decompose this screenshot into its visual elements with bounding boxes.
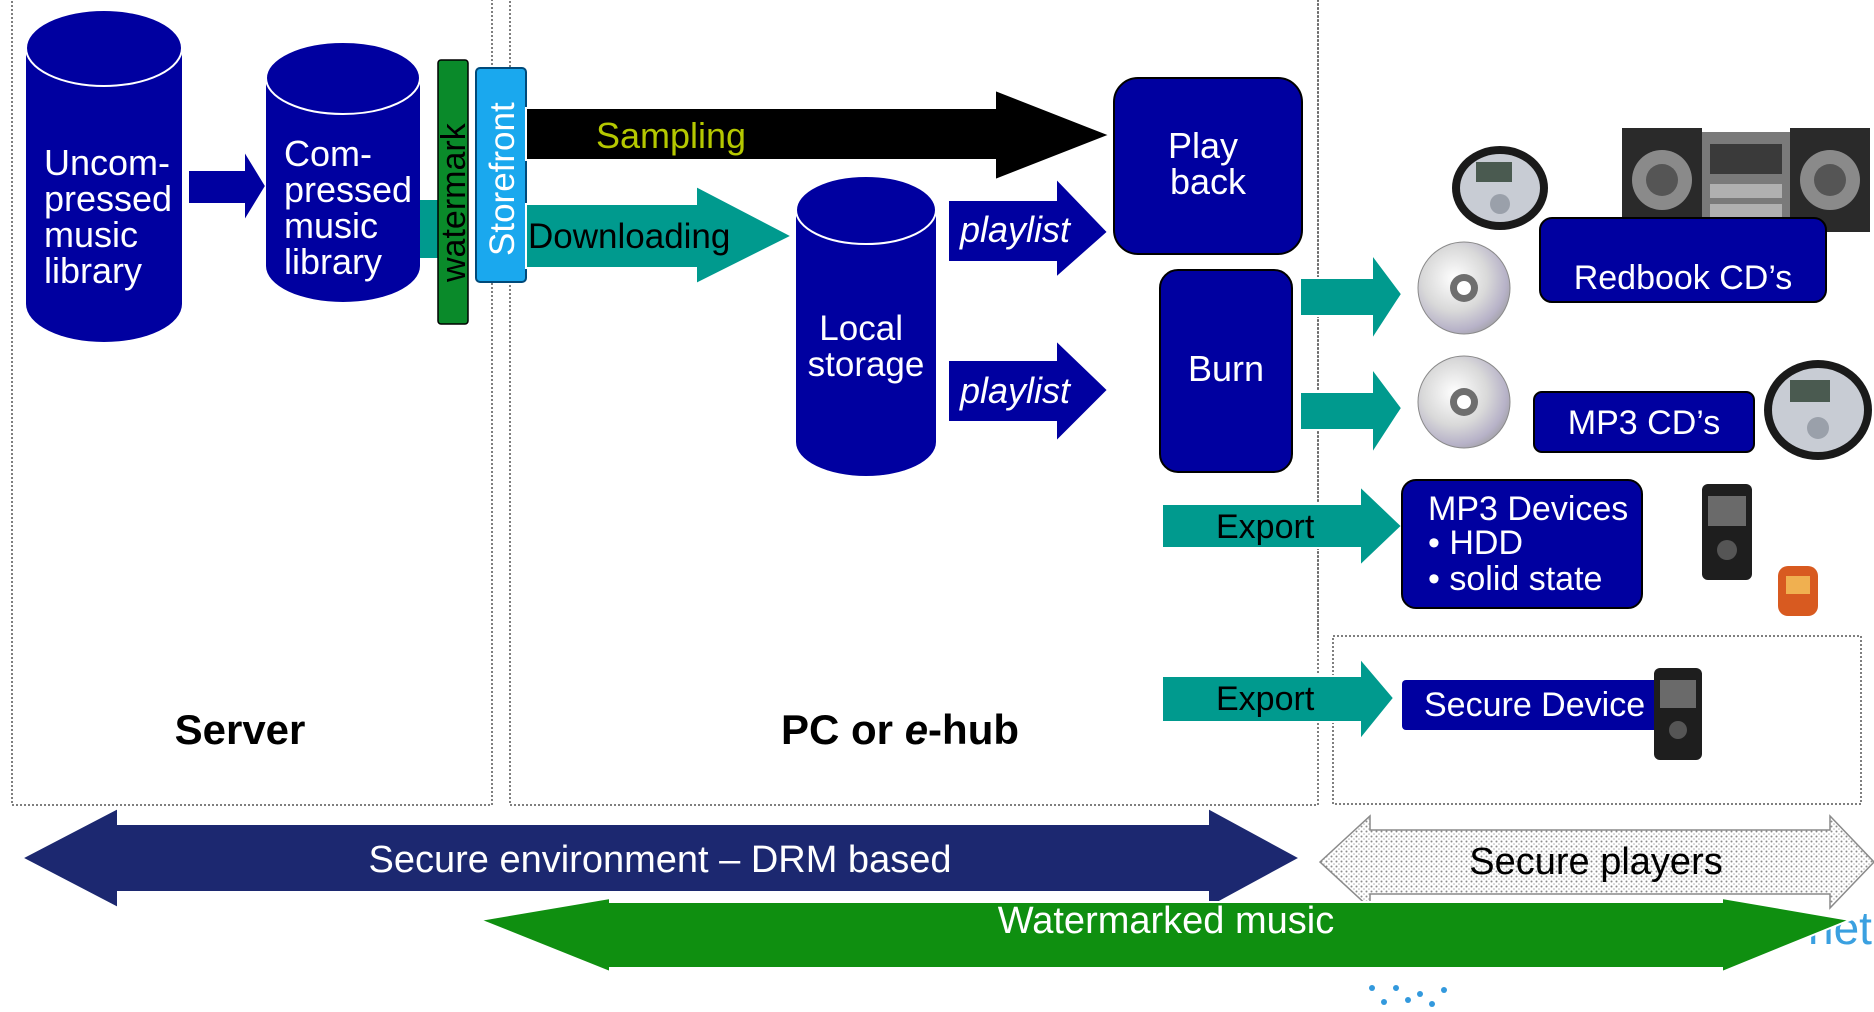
- redbook-cds-box: [1539, 217, 1827, 303]
- export-secure-device-arrow: [1161, 655, 1396, 743]
- sampling-label: Sampling: [596, 115, 746, 156]
- secure-environment-label: Secure environment – DRM based: [369, 839, 952, 881]
- watermark-bar: [437, 59, 469, 325]
- server-title: Server: [175, 706, 306, 753]
- watermarked-music-label: Watermarked music: [998, 900, 1334, 942]
- playback-label: Play back: [1168, 125, 1248, 202]
- watermarked-music-band: [476, 896, 1854, 974]
- uncompressed-library-label: Uncom- pressed music library: [44, 142, 182, 291]
- library-to-compressed-arrow: [187, 146, 268, 226]
- library-to-watermark-connector: [420, 200, 438, 258]
- mp3-devices-box: [1401, 479, 1643, 609]
- downloading-label: Downloading: [528, 217, 730, 256]
- mp3-cd-player-image: [1764, 360, 1872, 460]
- compressed-library-cylinder: [265, 41, 421, 302]
- uncompressed-library-cylinder: [25, 9, 183, 342]
- mp3-cds-label: MP3 CD’s: [1568, 404, 1720, 442]
- storefront-label: Storefront: [483, 102, 522, 256]
- server-section-frame: [11, 0, 493, 806]
- solid-state-player-image: [1778, 566, 1818, 616]
- playlist-bottom-label: playlist: [959, 370, 1072, 411]
- compressed-library-label: Com- pressed music library: [284, 133, 422, 282]
- secure-players-band: [1318, 814, 1874, 910]
- stereo-system-image: [1622, 128, 1870, 232]
- burn-to-mp3cd-arrow: [1299, 365, 1404, 458]
- pc-hub-title: PC or e-hub: [781, 706, 1019, 753]
- secure-device-label: Secure Device: [1424, 686, 1645, 724]
- hdd-player-image: [1702, 484, 1752, 580]
- downloading-arrow: [525, 184, 795, 286]
- burn-label: Burn: [1188, 348, 1264, 389]
- playlist-top-label: playlist: [959, 209, 1072, 250]
- storefront-bar: [475, 67, 527, 283]
- portable-cd-player-image: [1452, 146, 1548, 230]
- mp3-cds-box: [1533, 391, 1755, 453]
- secure-device-image: [1654, 668, 1702, 760]
- export-bottom-label: Export: [1216, 680, 1315, 718]
- secure-players-label: Secure players: [1469, 841, 1722, 883]
- playlist-bottom-arrow: [947, 337, 1110, 445]
- playlist-top-arrow: [947, 175, 1110, 281]
- sampling-arrow: [525, 88, 1113, 182]
- export-top-label: Export: [1216, 508, 1315, 546]
- watermark-label: watermark: [435, 122, 473, 283]
- local-storage-label: Local storage: [808, 309, 925, 384]
- mp3-devices-label: MP3 Devices • HDD • solid state: [1428, 490, 1638, 598]
- playback-box: [1113, 77, 1303, 255]
- secure-environment-band: [19, 806, 1303, 910]
- export-mp3-devices-arrow: [1161, 483, 1404, 569]
- local-storage-cylinder: [795, 175, 937, 476]
- cd-disc-bottom-image: [1417, 355, 1511, 449]
- burn-to-redbook-arrow: [1299, 251, 1404, 344]
- redbook-cds-label: Redbook CD’s: [1574, 259, 1793, 297]
- burn-box: [1159, 269, 1293, 473]
- cd-disc-top-image: [1417, 241, 1511, 335]
- secure-device-box: [1402, 680, 1662, 730]
